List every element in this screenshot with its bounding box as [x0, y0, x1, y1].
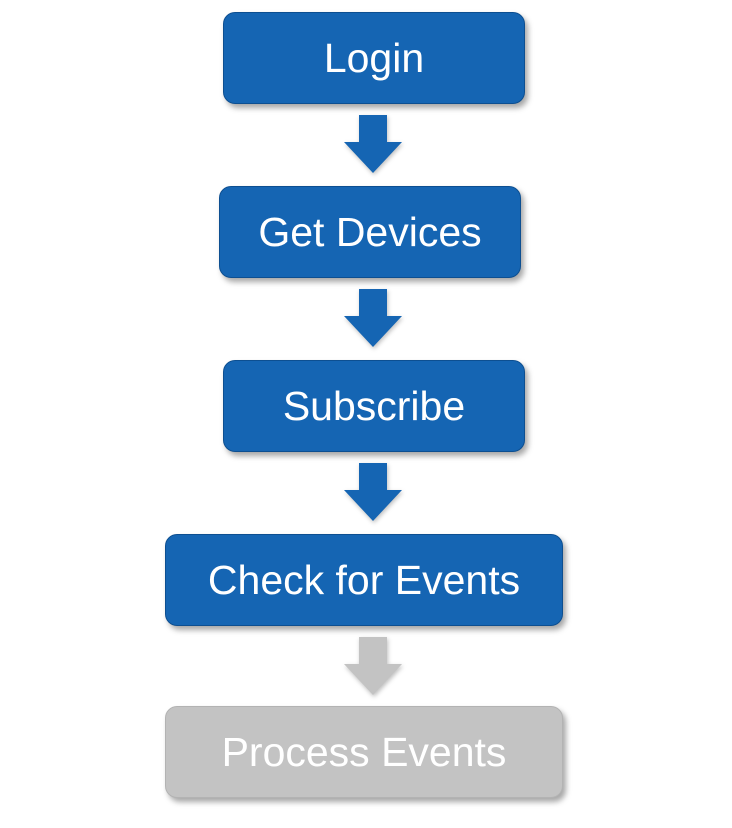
- step-login-box: Login: [223, 12, 525, 104]
- down-arrow-icon-shape: [344, 637, 402, 695]
- down-arrow-icon-shape: [344, 289, 402, 347]
- down-arrow-icon: [344, 289, 402, 347]
- step-get-devices-label: Get Devices: [258, 208, 482, 255]
- down-arrow-icon: [344, 637, 402, 695]
- down-arrow-icon: [344, 463, 402, 521]
- step-process-events-box: Process Events: [165, 706, 563, 798]
- step-subscribe-box: Subscribe: [223, 360, 525, 452]
- step-login-label: Login: [323, 34, 425, 81]
- step-get-devices-box: Get Devices: [219, 186, 521, 278]
- step-process-events-label: Process Events: [221, 728, 507, 775]
- step-subscribe-label: Subscribe: [282, 382, 466, 429]
- down-arrow-icon-shape: [344, 463, 402, 521]
- down-arrow-icon-shape: [344, 115, 402, 173]
- step-check-for-events-box: Check for Events: [165, 534, 563, 626]
- step-check-for-events-label: Check for Events: [207, 556, 521, 603]
- down-arrow-icon: [344, 115, 402, 173]
